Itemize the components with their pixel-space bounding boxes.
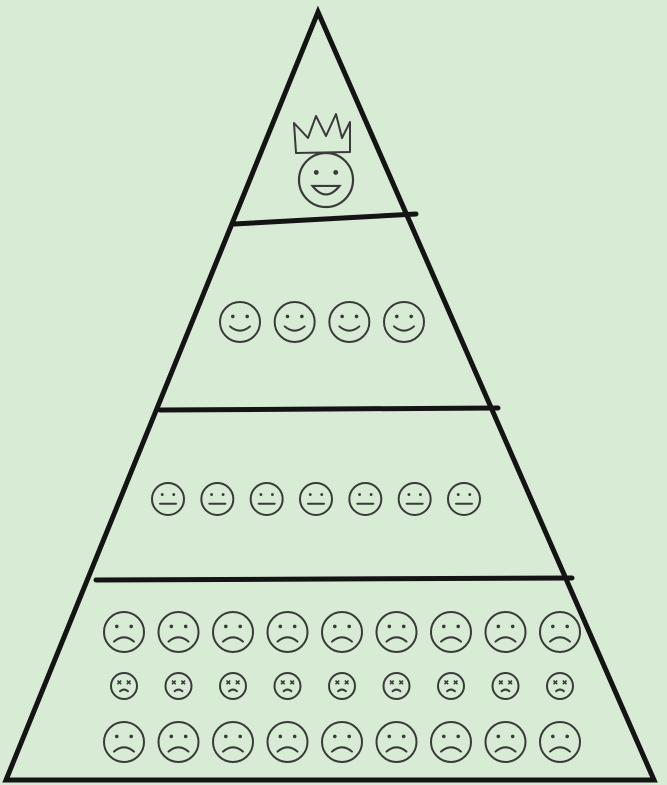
tier-divider-2 (160, 408, 498, 410)
tier-divider-3 (96, 578, 572, 580)
